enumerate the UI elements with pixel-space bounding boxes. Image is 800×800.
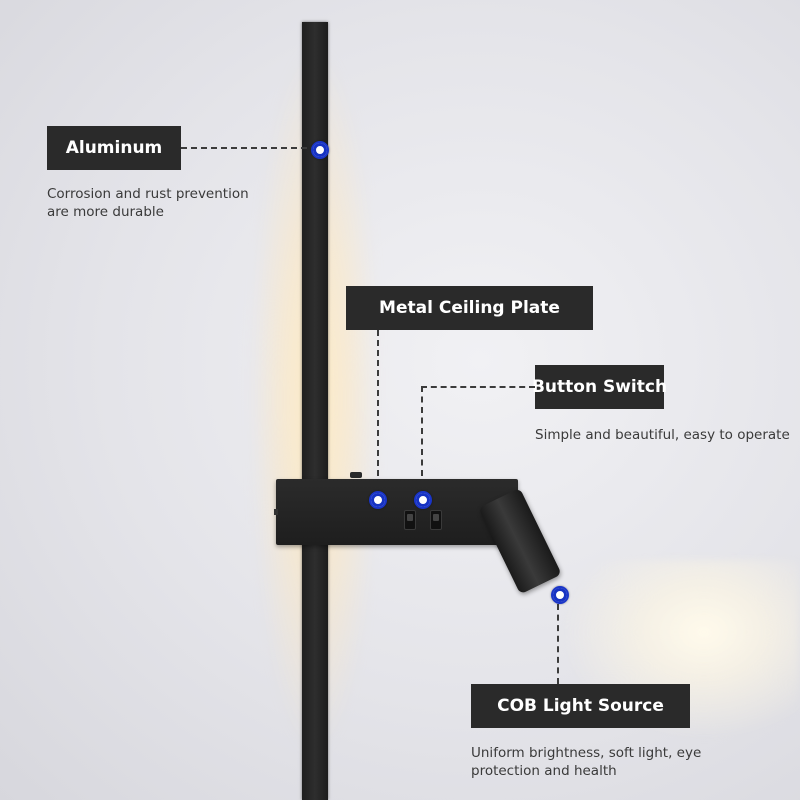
mounting-screw (350, 472, 362, 478)
aluminum-light-bar (302, 22, 328, 800)
cob-light-source-label: COB Light Source (471, 684, 690, 728)
aluminum-leader-line (181, 147, 317, 149)
rocker-switch-right (430, 510, 442, 530)
aluminum-caption: Corrosion and rust prevention are more d… (47, 185, 287, 221)
rocker-switch-left (404, 510, 416, 530)
metal-ceiling-plate-label: Metal Ceiling Plate (346, 286, 593, 330)
aluminum-label: Aluminum (47, 126, 181, 170)
metal-ceiling-plate-leader-line (377, 330, 379, 476)
button-switch-leader-line-v (421, 386, 423, 476)
cob-caption-line1: Uniform brightness, soft light, eye (471, 745, 702, 761)
aluminum-caption-line2: are more durable (47, 204, 164, 220)
plate-edge (274, 509, 278, 515)
cob-light-source-leader-line (557, 604, 559, 684)
aluminum-caption-line1: Corrosion and rust prevention (47, 186, 249, 202)
metal-ceiling-plate-marker-icon (369, 491, 387, 509)
button-switch-label: Button Switch (532, 365, 667, 409)
cob-light-source-caption: Uniform brightness, soft light, eye prot… (471, 744, 731, 780)
button-switch-marker-icon (414, 491, 432, 509)
button-switch-leader-line-h (421, 386, 535, 388)
cob-caption-line2: protection and health (471, 763, 617, 779)
aluminum-marker-icon (311, 141, 329, 159)
cob-light-source-marker-icon (551, 586, 569, 604)
button-switch-caption: Simple and beautiful, easy to operate (535, 427, 790, 443)
metal-ceiling-plate (276, 479, 518, 545)
